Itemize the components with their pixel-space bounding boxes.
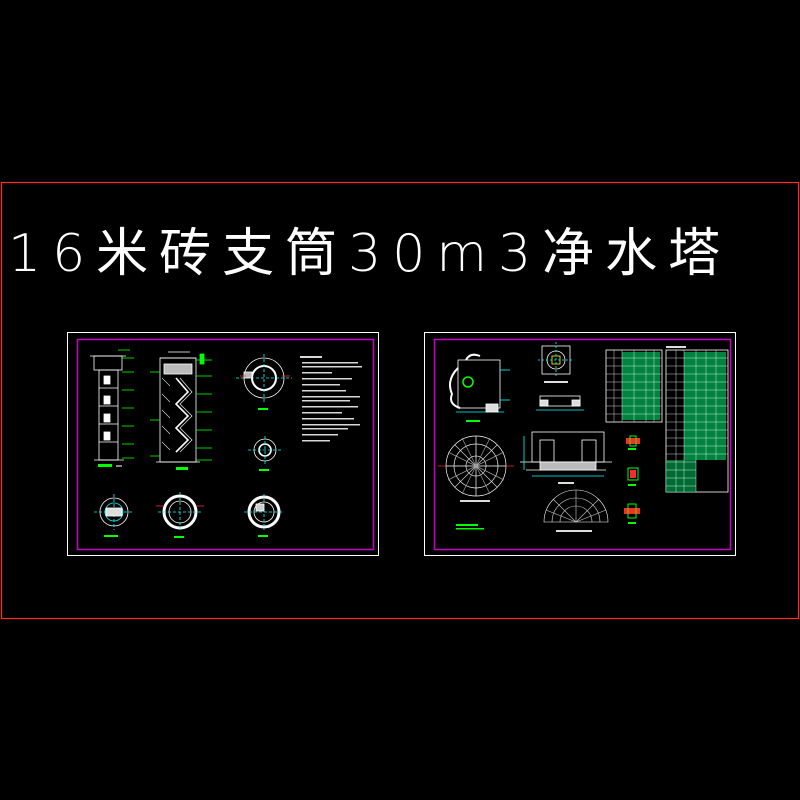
- square-plan-caption: [544, 381, 568, 383]
- elevation-annotations: [118, 349, 134, 459]
- sheet-1-inner-border: [76, 338, 375, 551]
- tower-elevation: [90, 355, 126, 461]
- sheet-2-note-2: [456, 528, 484, 530]
- drawing-title: 16米砖支筒30m3净水塔: [8, 224, 732, 284]
- stair-zigzag: [174, 377, 193, 453]
- sheet-2-note: [456, 524, 478, 526]
- ring-2-2-caption: [258, 535, 268, 537]
- detail-c: [624, 503, 640, 524]
- foundation-section-caption: [558, 482, 574, 484]
- section-caption: [176, 467, 188, 470]
- plan-3-3-caption: [259, 469, 269, 471]
- ring-2-2: [244, 494, 284, 530]
- detail-b: [627, 467, 639, 486]
- outer-frame: [0, 181, 800, 620]
- section-hatch: [161, 377, 171, 451]
- sheet-1-border: [67, 332, 379, 556]
- elevation-caption-scale: [116, 465, 122, 467]
- beam-detail: [536, 395, 584, 411]
- foundation-circle-caption: [460, 500, 490, 502]
- detail-a: [626, 435, 640, 450]
- semicircle-plan: [543, 489, 609, 523]
- sheet-2[interactable]: [424, 332, 736, 556]
- foundation-circle: [438, 435, 514, 497]
- table-gridlines: [606, 350, 728, 492]
- semicircle-plan-caption: [556, 530, 592, 532]
- design-notes: [300, 356, 362, 442]
- sheet-1[interactable]: [67, 332, 379, 556]
- sheet-2-inner-border: [433, 338, 732, 551]
- foundation-plan-caption: [104, 535, 118, 537]
- plan-3-3: [248, 436, 282, 464]
- plan-4-4: [236, 354, 292, 402]
- tank-detail: [449, 353, 510, 413]
- elevation-caption: [98, 464, 112, 467]
- ring-1-1: [156, 492, 204, 532]
- ring-1-1-caption: [174, 536, 184, 538]
- foundation-section: [520, 431, 612, 477]
- foundation-plan: [94, 494, 134, 530]
- tank-detail-caption: [466, 420, 480, 422]
- section-annotations: [150, 353, 212, 461]
- square-plan: [538, 342, 574, 378]
- plan-4-4-caption: [258, 408, 268, 410]
- sheet-2-border: [424, 332, 736, 556]
- tower-section: [156, 351, 200, 463]
